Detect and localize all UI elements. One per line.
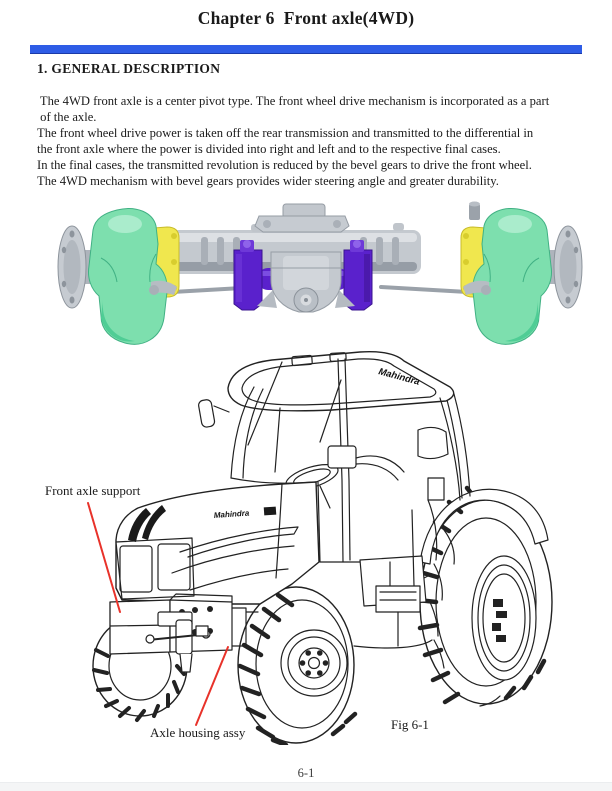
seat <box>417 426 449 460</box>
body-line: The 4WD front axle is a center pivot typ… <box>37 94 550 108</box>
chassis-platform <box>353 393 471 649</box>
figure-caption: Fig 6-1 <box>391 717 429 732</box>
tractor-drawing: Mahindra <box>87 351 553 745</box>
wiper <box>319 379 342 443</box>
callout-axle-housing-assy: Axle housing assy <box>150 725 246 740</box>
front-wheel <box>237 586 358 745</box>
cab: Mahindra <box>198 351 461 563</box>
leader-lines <box>87 502 229 726</box>
leader-axle-housing <box>195 646 229 726</box>
body-line: In the final cases, the transmitted revo… <box>37 158 532 172</box>
axle-end-left <box>57 207 180 345</box>
section-divider-bar <box>30 45 582 54</box>
front-axle-3d-figure <box>55 198 585 352</box>
tractor-line-drawing-figure: Mahindra <box>30 350 610 745</box>
wheel-lug-bolts <box>299 650 329 676</box>
a-pillar <box>230 386 264 479</box>
leader-front-axle-support <box>87 502 121 613</box>
breather-plug <box>469 204 480 220</box>
description-paragraph: The 4WD front axle is a center pivot typ… <box>37 93 585 189</box>
chapter-title: Chapter 6 Front axle(4WD) <box>197 8 415 28</box>
rear-wheel <box>415 485 553 707</box>
body-line: The 4WD mechanism with bevel gears provi… <box>37 174 499 188</box>
body-line: The front wheel drive power is taken off… <box>37 126 534 140</box>
mahindra-hood-logo: Mahindra <box>214 508 251 519</box>
axle-end-right <box>460 207 583 345</box>
hood-badge <box>263 506 277 516</box>
axle-top-bracket <box>254 203 350 233</box>
axle-housing-parts <box>145 611 211 673</box>
body-line: the front axle where the power is divide… <box>37 142 501 156</box>
section-heading: 1. GENERAL DESCRIPTION <box>37 61 221 76</box>
callout-front-axle-support: Front axle support <box>45 483 141 498</box>
page-number: 6-1 <box>297 766 315 780</box>
footer-strip <box>0 782 612 791</box>
hood: Mahindra <box>115 481 320 605</box>
headlights <box>128 505 166 542</box>
differential-housing <box>257 251 355 313</box>
front-axle-render <box>57 201 583 345</box>
mirror <box>198 399 216 428</box>
body-line: of the axle. <box>37 110 97 124</box>
front-post <box>337 358 351 563</box>
